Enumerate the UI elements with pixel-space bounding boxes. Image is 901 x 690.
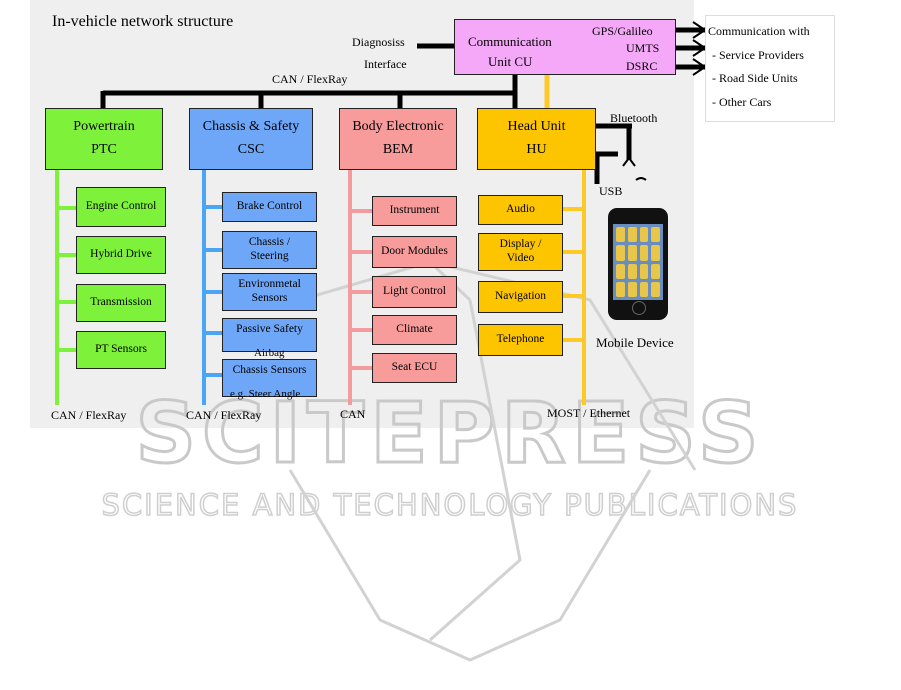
bem-bus xyxy=(348,170,372,405)
hu-item-label: Telephone xyxy=(496,333,545,346)
bem-item: Instrument xyxy=(372,196,457,226)
csc-item-label: Passive Safety xyxy=(236,323,303,335)
comm-item: - Road Side Units xyxy=(712,71,798,85)
steer-angle-label: e.g. Steer Angle xyxy=(230,388,301,400)
umts-label: UMTS xyxy=(626,41,660,55)
bem-title: Body Electronic xyxy=(352,119,444,135)
powertrain-box: Powertrain PTC xyxy=(45,108,163,170)
csc-item-label: Chassis / xyxy=(248,236,291,249)
watermark-tagline: SCIENCE AND TECHNOLOGY PUBLICATIONS xyxy=(102,488,799,522)
bem-bus-label: CAN xyxy=(340,407,366,421)
csc-item: Chassis /Steering xyxy=(222,231,317,269)
head-unit-box: Head Unit HU xyxy=(477,108,596,170)
hu-item: Telephone xyxy=(478,324,563,356)
csc-abbr: CSC xyxy=(237,142,265,157)
csc-bus-label: CAN / FlexRay xyxy=(186,408,262,422)
hu-item: Display /Video xyxy=(478,233,563,271)
bem-item: Climate xyxy=(372,315,457,345)
communication-unit: Communication Unit CU GPS/Galileo UMTS D… xyxy=(454,19,676,75)
csc-title: Chassis & Safety xyxy=(202,119,300,135)
ptc-item: Hybrid Drive xyxy=(76,236,166,274)
body-electronic-box: Body Electronic BEM xyxy=(339,108,457,170)
csc-item: Passive Safety xyxy=(222,318,317,352)
usb-label: USB xyxy=(599,184,623,198)
ptc-item: PT Sensors xyxy=(76,331,166,369)
hu-bus-label: MOST / Ethernet xyxy=(547,406,631,420)
csc-item: Brake Control xyxy=(222,192,317,222)
ptc-item: Transmission xyxy=(76,284,166,322)
hu-item-label: Video xyxy=(506,252,535,264)
hu-item: Navigation xyxy=(478,281,563,313)
interface-label: Interface xyxy=(364,57,407,71)
hu-title: Head Unit xyxy=(507,119,566,135)
watermark-emblem xyxy=(288,260,697,662)
ptc-title: Powertrain xyxy=(73,119,135,135)
backbone-label: CAN / FlexRay xyxy=(272,72,348,86)
watermark-brand: SCITEPRESS xyxy=(136,384,765,482)
comm-item: - Service Providers xyxy=(712,48,804,62)
hu-item-label: Display / xyxy=(499,238,542,251)
hu-bus xyxy=(563,170,586,405)
ptc-item: Engine Control xyxy=(76,187,166,227)
csc-item: Chassis Sensors xyxy=(222,359,317,397)
diagnosis-label: Diagnosiss xyxy=(352,35,405,49)
hu-abbr: HU xyxy=(526,142,547,157)
cu-title: Communication xyxy=(468,34,552,49)
ptc-abbr: PTC xyxy=(91,142,117,157)
bem-abbr: BEM xyxy=(382,142,414,157)
csc-bus xyxy=(202,170,222,405)
hu-item-label: Navigation xyxy=(494,290,547,303)
csc-item-label: Steering xyxy=(250,250,289,262)
mobile-device-label: Mobile Device xyxy=(596,335,674,350)
bem-item: Seat ECU xyxy=(372,353,457,383)
comm-item: - Other Cars xyxy=(712,95,772,109)
csc-item-label: Environmetal xyxy=(238,278,301,291)
gps-label: GPS/Galileo xyxy=(592,24,653,38)
bem-item: Light Control xyxy=(372,276,457,308)
diagram-title: In-vehicle network structure xyxy=(52,13,234,30)
hu-item: Audio xyxy=(478,195,563,225)
cu-subtitle: Unit CU xyxy=(488,54,533,69)
chassis-safety-box: Chassis & Safety CSC xyxy=(189,108,313,170)
communication-targets-box: Communication with - Service Providers -… xyxy=(705,15,835,122)
bluetooth-label: Bluetooth xyxy=(610,111,658,125)
bem-item: Door Modules xyxy=(372,236,457,268)
hu-item-label: Audio xyxy=(506,203,535,216)
csc-item-label: Brake Control xyxy=(236,200,303,213)
ptc-bus-label: CAN / FlexRay xyxy=(51,408,127,422)
smartphone-icon xyxy=(608,208,668,320)
airbag-label: Airbag xyxy=(254,347,285,359)
backbone-bus xyxy=(100,27,705,184)
csc-item-label: Sensors xyxy=(251,292,288,304)
dsrc-label: DSRC xyxy=(626,59,658,73)
csc-item-label: Chassis Sensors xyxy=(232,364,307,376)
ptc-bus xyxy=(55,170,76,405)
comm-header: Communication with xyxy=(708,24,810,38)
